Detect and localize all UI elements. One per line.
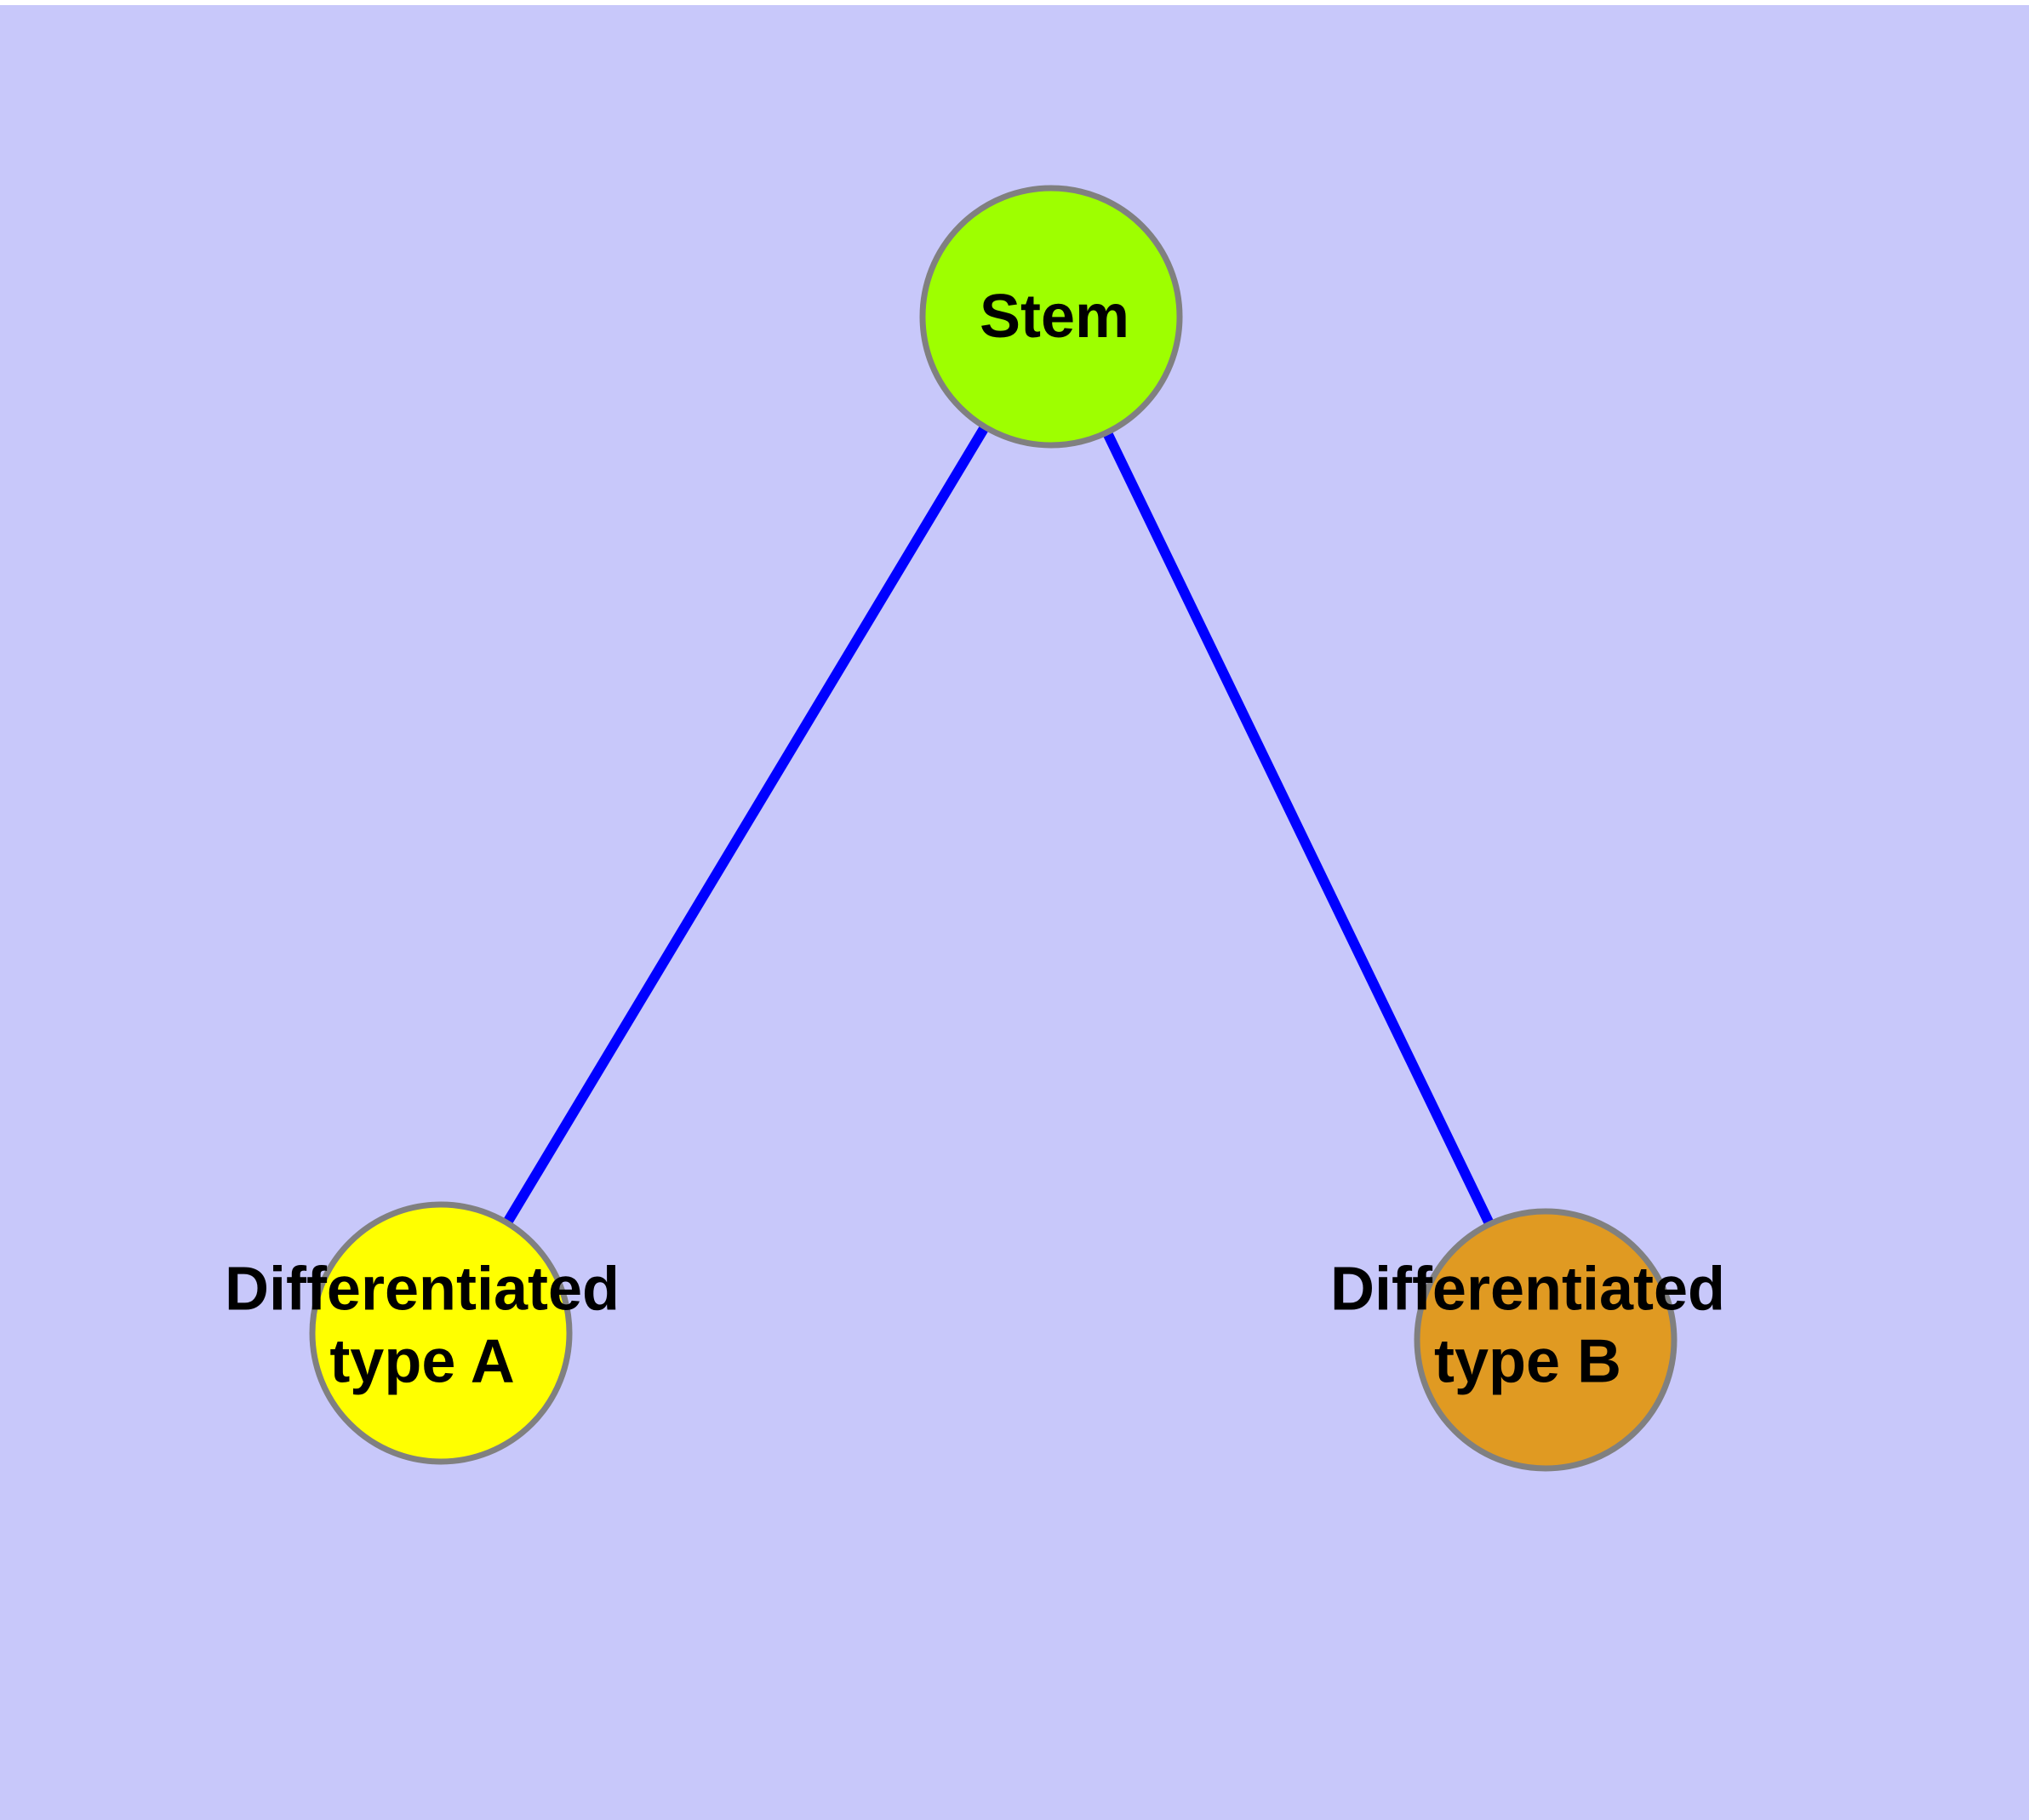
node-label-line: Stem — [980, 283, 1129, 351]
node-stem[interactable] — [919, 185, 1183, 449]
edge-stem-b[interactable] — [1046, 314, 1551, 1342]
edge-stem-a[interactable] — [436, 313, 1056, 1336]
node-label-line: type B — [1434, 1327, 1621, 1395]
nodes-group — [309, 185, 1677, 1472]
edges-group — [436, 313, 1551, 1342]
node-label-line: type A — [329, 1327, 514, 1395]
node-label-stem: Stem — [980, 283, 1129, 351]
node-diff_b[interactable] — [1414, 1208, 1677, 1472]
node-label-line: Differentiated — [225, 1256, 620, 1324]
node-diff_a[interactable] — [309, 1201, 573, 1465]
node-label-line: Differentiated — [1330, 1256, 1725, 1324]
